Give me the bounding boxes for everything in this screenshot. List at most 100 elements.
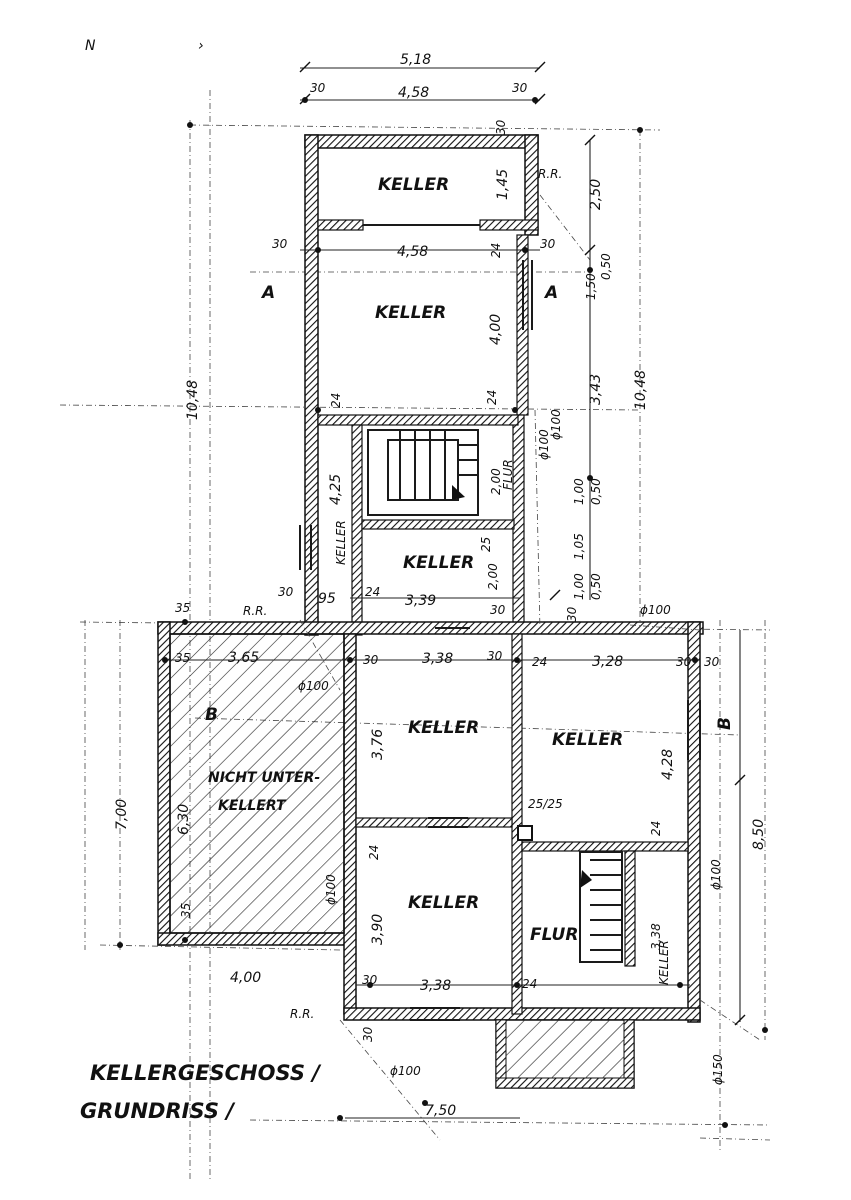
room-keller-vertical: KELLER <box>334 520 348 565</box>
rr-mid: R.R. <box>243 604 267 618</box>
dim-low-700: 7,00 <box>114 799 130 830</box>
upper-block-walls <box>299 134 539 636</box>
dim-low-30e: 30 <box>362 973 378 987</box>
dim-row2-30: 30 <box>540 237 556 251</box>
dim-low-750: 7,50 <box>425 1103 456 1119</box>
pipe-d100-d: ϕ100 <box>324 874 338 905</box>
dim-r-100b: 1,00 <box>572 573 586 600</box>
dim-r-050b: 0,50 <box>589 478 603 505</box>
dim-low-376: 3,76 <box>370 729 386 760</box>
dim-right-250: 2,50 <box>588 179 604 210</box>
dim-keller2-depth: 4,00 <box>488 314 504 345</box>
not-cellared-area <box>169 633 345 934</box>
dim-top-total: 5,18 <box>400 52 431 68</box>
dim-low-400: 4,00 <box>230 970 261 986</box>
room-keller-small-right: KELLER <box>657 940 671 985</box>
dim-r-100a: 1,00 <box>572 478 586 505</box>
pipe-d100-a: ϕ100 <box>298 679 329 693</box>
dim-mid-30c: 30 <box>565 606 579 622</box>
dimension-ticks <box>299 61 746 1026</box>
section-a-right: A <box>543 283 558 303</box>
dim-low-24b: 24 <box>367 845 381 860</box>
not-cellared-line2: KELLERT <box>218 798 287 814</box>
section-b-left: B <box>205 705 218 725</box>
dim-low-35a: 35 <box>175 601 190 615</box>
dim-d100-vert: ϕ100 <box>549 409 563 440</box>
dim-low-30c: 30 <box>676 655 692 669</box>
dim-right-343: 3,43 <box>588 374 604 405</box>
dim-low-428: 4,28 <box>660 749 676 780</box>
not-cellared-line1: NICHT UNTER- <box>208 770 320 786</box>
pipe-d100-c: ϕ100 <box>390 1064 421 1078</box>
light-shaft <box>495 1019 635 1089</box>
dim-mid-30b: 30 <box>490 603 506 617</box>
north-mark: N <box>85 38 96 54</box>
dim-right-050a: 0,50 <box>599 253 613 280</box>
dim-top-wall-v: 30 <box>494 119 508 135</box>
dim-wall-24a: 24 <box>329 393 343 408</box>
room-keller-right-lower: KELLER <box>552 730 623 750</box>
dim-low-850: 8,50 <box>751 819 767 850</box>
dim-low-328: 3,28 <box>592 654 623 670</box>
pipe-d100-b: ϕ100 <box>640 603 671 617</box>
room-keller-bottom: KELLER <box>408 893 479 913</box>
dim-low-30d: 30 <box>704 655 720 669</box>
dim-right-150: 1,50 <box>584 273 598 300</box>
dim-mid-200: 2,00 <box>486 563 500 590</box>
dim-mid-30: 30 <box>278 585 294 599</box>
dim-top-inner: 4,58 <box>398 85 429 101</box>
dim-overall-left: 10,48 <box>185 380 201 420</box>
room-keller-mid: KELLER <box>403 553 474 573</box>
dim-top-wall-r: 30 <box>512 81 528 95</box>
dim-low-24c: 24 <box>649 821 663 836</box>
pipe-d100-f: ϕ100 <box>537 429 551 460</box>
rr-top: R.R. <box>538 167 562 181</box>
dim-low-338c: 3,38 <box>420 978 451 994</box>
dim-low-30b: 30 <box>487 649 503 663</box>
pipe-d100-e: ϕ100 <box>709 859 723 890</box>
dim-keller-depth: 1,45 <box>495 169 511 200</box>
lower-block-walls <box>157 621 704 1023</box>
dim-left-425: 4,25 <box>328 474 344 505</box>
dim-low-35b: 35 <box>175 651 190 665</box>
section-a-left: A <box>260 283 275 303</box>
dim-low-338b: 3,38 <box>649 923 663 950</box>
dim-r-050c: 0,50 <box>589 573 603 600</box>
dimension-dots <box>117 97 768 1128</box>
dim-mid-339: 3,39 <box>405 593 436 609</box>
room-keller-left-lower: KELLER <box>408 718 479 738</box>
section-b-right: B <box>715 717 735 730</box>
dim-low-630: 6,30 <box>176 804 192 835</box>
dim-low-24a: 24 <box>532 655 547 669</box>
north-arrow: › <box>198 38 204 54</box>
dim-top-wall-l: 30 <box>310 81 326 95</box>
dim-row2-wall: 30 <box>272 237 288 251</box>
dim-wall-24b: 24 <box>485 390 499 405</box>
stair-upper <box>367 429 479 516</box>
dim-row2-inner: 4,58 <box>397 244 428 260</box>
room-keller-2: KELLER <box>375 303 446 323</box>
dim-stair-200: 2,00 <box>489 468 503 495</box>
dim-r-105: 1,05 <box>572 533 586 560</box>
drawing-title-line2: GRUNDRISS / <box>80 1099 236 1123</box>
dimension-lines <box>165 67 741 1119</box>
dim-mid-25: 25 <box>479 537 493 552</box>
dim-low-365: 3,65 <box>228 650 259 666</box>
dim-overall-right: 10,48 <box>633 370 649 410</box>
room-flur-lower: FLUR <box>530 925 578 945</box>
column-size: 25/25 <box>528 797 563 811</box>
dim-mid-24: 24 <box>365 585 380 599</box>
dim-low-338a: 3,38 <box>422 651 453 667</box>
dim-low-390: 3,90 <box>370 914 386 945</box>
stair-lower <box>579 851 623 963</box>
drawing-title-line1: KELLERGESCHOSS / <box>90 1061 322 1085</box>
pipe-lines <box>299 194 761 1141</box>
room-keller-top: KELLER <box>378 175 449 195</box>
dim-low-35c: 35 <box>179 903 193 918</box>
dim-mid-95: 95 <box>318 591 336 607</box>
pipe-d150: ϕ150 <box>711 1054 725 1085</box>
room-flur-upper: FLUR <box>501 459 515 490</box>
dim-low-30a: 30 <box>363 653 379 667</box>
dim-row2-24: 24 <box>489 243 503 258</box>
